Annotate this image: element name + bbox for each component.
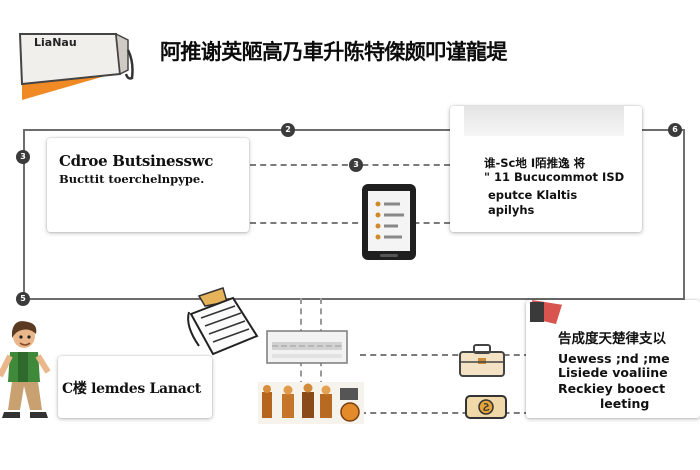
workers-icon: [258, 382, 364, 424]
card-bottom-right-line-1: 告成度天楚律支以: [558, 331, 666, 347]
card-top-right-header-bar: [464, 106, 624, 136]
card-bottom-right-line-3: Lisiede voaliine: [558, 365, 668, 380]
coin-icon: [464, 392, 508, 422]
card-top-right-line-3: eputce Klaltis: [488, 188, 578, 202]
card-bottom-right: 告成度天楚律支以 Uewess ;nd ;me Lisiede voaliine…: [526, 300, 700, 418]
logo-flag: LiaNau: [16, 22, 136, 102]
flag-icon: [18, 32, 134, 100]
connector-top: [24, 129, 684, 131]
card-bottom-left: C楼 lemdes Lanact: [58, 356, 212, 418]
card-bottom-right-line-2: Uewess ;nd ;me: [558, 351, 670, 366]
card-bottom-left-title: C楼 lemdes Lanact: [62, 381, 201, 397]
step-node-bottom-left: 5: [16, 292, 30, 306]
toolbox-icon: [266, 330, 348, 364]
connector-left: [23, 129, 25, 299]
logo-text: LiaNau: [34, 36, 77, 49]
card-bottom-right-line-5: leeting: [600, 396, 650, 411]
connector-dash-3: [360, 354, 530, 356]
step-node-center: 3: [349, 158, 363, 172]
card-top-left: Cdroe Butsinesswc Bucttit toerchelnpype.: [47, 138, 249, 232]
step-node-left: 3: [16, 150, 30, 164]
connector-dash-2: [250, 222, 450, 224]
connector-right: [683, 129, 685, 301]
card-bottom-right-badge-dark: [530, 302, 544, 322]
tablet-icon: [360, 182, 418, 262]
connector-mid: [24, 298, 684, 300]
card-top-right-line-1: 谁-Sc地 I陌推逸 将: [484, 156, 586, 170]
step-node-right: 6: [668, 123, 682, 137]
card-top-right-line-2: " 11 Bucucommot ISD: [484, 170, 625, 184]
step-node-top: 2: [281, 123, 295, 137]
page-title: 阿推谢英陋高乃車升陈特傑颇叩谨龍堤: [160, 39, 507, 64]
card-bottom-right-line-4: Reckiey booect: [558, 381, 666, 396]
connector-dash-4: [360, 412, 530, 414]
card-top-right-line-4: apilyhs: [488, 203, 535, 217]
briefcase-icon: [458, 342, 506, 378]
document-icon: [183, 286, 265, 358]
card-top-right: 谁-Sc地 I陌推逸 将 " 11 Bucucommot ISD eputce …: [450, 106, 642, 232]
card-top-left-title: Cdroe Butsinesswc: [59, 152, 214, 170]
card-top-left-subtitle: Bucttit toerchelnpype.: [59, 172, 205, 186]
character-icon: [0, 316, 52, 424]
